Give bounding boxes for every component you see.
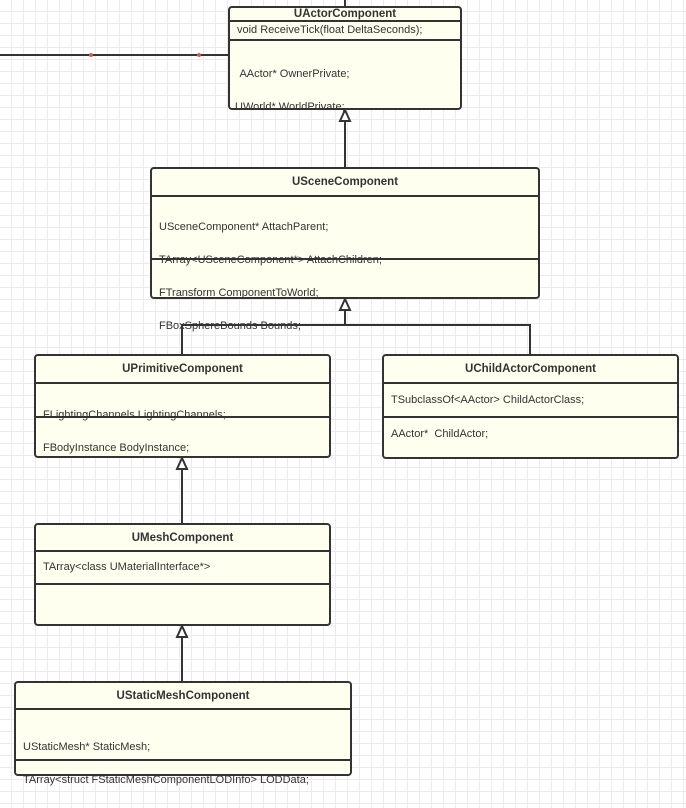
fields-section: TArray<class UMaterialInterface*>: [36, 552, 329, 585]
class-uchildactorcomponent[interactable]: UChildActorComponent TSubclassOf<AActor>…: [382, 354, 679, 459]
class-name: UActorComponent: [230, 8, 460, 22]
methods-section: void ReceiveTick(float DeltaSeconds);: [230, 22, 460, 41]
field: FBoxSphereBounds Bounds;: [159, 320, 301, 332]
fields-section-2: AActor* ChildActor;: [384, 418, 677, 443]
fields-section: UStaticMesh* StaticMesh; TArray<struct F…: [16, 710, 350, 786]
waypoint-dot: [89, 53, 93, 57]
fields-section: TSubclassOf<AActor> ChildActorClass;: [384, 384, 677, 418]
field: TArray<USceneComponent*> AttachChildren;: [159, 254, 382, 266]
field: TArray<struct FStaticMeshComponentLODInf…: [23, 774, 309, 786]
fields-section: FLightingChannels LightingChannels; FBod…: [36, 384, 329, 454]
methods-section: [16, 761, 350, 767]
class-uactorcomponent[interactable]: UActorComponent void ReceiveTick(float D…: [228, 6, 462, 113]
inherit-arrow-icon: [338, 296, 352, 311]
class-name: UChildActorComponent: [384, 356, 677, 384]
class-umeshcomponent[interactable]: UMeshComponent TArray<class UMaterialInt…: [34, 523, 331, 626]
fields-section: AActor* OwnerPrivate; UWorld* WorldPriva…: [230, 41, 460, 138]
field: AActor* OwnerPrivate;: [237, 68, 350, 80]
waypoint-dot: [197, 53, 201, 57]
methods-section: [152, 260, 538, 266]
field: FBodyInstance BodyInstance;: [43, 442, 190, 454]
connectors: [0, 0, 531, 681]
inherit-branches: [181, 324, 531, 354]
class-name: USceneComponent: [152, 169, 538, 197]
field: FLightingChannels LightingChannels;: [43, 409, 226, 421]
field: UWorld* WorldPrivate;: [235, 101, 345, 113]
class-uprimitivecomponent[interactable]: UPrimitiveComponent FLightingChannels Li…: [34, 354, 331, 458]
methods-section: [36, 585, 329, 591]
field: TSubclassOf<AActor> ChildActorClass;: [391, 393, 585, 406]
field: UStaticMesh* StaticMesh;: [23, 741, 151, 753]
inherit-arrow-icon: [175, 455, 189, 470]
class-ustaticmeshcomponent[interactable]: UStaticMeshComponent UStaticMesh* Static…: [14, 681, 352, 786]
class-uscenecomponent[interactable]: USceneComponent USceneComponent* AttachP…: [150, 167, 540, 332]
field: AActor* ChildActor;: [391, 428, 489, 440]
inherit-arrow-icon: [338, 107, 352, 122]
method: void ReceiveTick(float DeltaSeconds);: [237, 24, 423, 36]
inherit-arrow-icon: [175, 623, 189, 638]
field: USceneComponent* AttachParent;: [159, 221, 329, 233]
methods-section: [36, 418, 329, 424]
field: TArray<class UMaterialInterface*>: [43, 561, 211, 573]
class-name: UMeshComponent: [36, 525, 329, 552]
fields-section: USceneComponent* AttachParent; TArray<US…: [152, 197, 538, 332]
class-name: UStaticMeshComponent: [16, 683, 350, 710]
class-name: UPrimitiveComponent: [36, 356, 329, 384]
field: FTransform ComponentToWorld;: [159, 287, 319, 299]
